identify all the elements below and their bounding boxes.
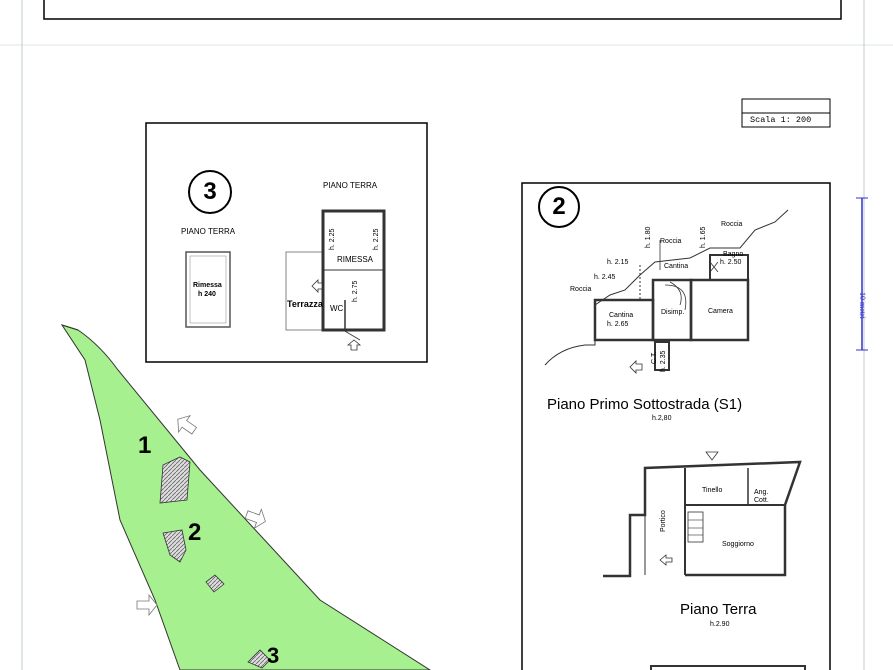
- plan3-right-title: PIANO TERRA: [323, 181, 378, 190]
- map-label-1: 1: [138, 432, 152, 459]
- map-label-2: 2: [188, 519, 202, 546]
- ang-cott-label: Ang. Cott.: [754, 489, 769, 504]
- level2-height: h.2.90: [710, 621, 730, 628]
- land-parcel: [60, 324, 431, 670]
- disimp-label: Disimp.: [661, 309, 685, 316]
- rimessa-right-label: RIMESSA: [337, 255, 374, 264]
- bagno-height-label: h. 2.50: [720, 259, 742, 266]
- h245-label: h. 2.45: [594, 274, 616, 281]
- terrazza-label: Terrazza: [287, 299, 323, 309]
- plan-3-number: 3: [188, 170, 232, 214]
- bagno-label: Bagno: [723, 251, 744, 258]
- soggiorno-label: Soggiorno: [722, 541, 754, 548]
- h275-label: h. 2.75: [352, 280, 359, 302]
- h225b-label: h. 2.25: [373, 228, 380, 250]
- ct-height-label: h. 2.35: [660, 350, 667, 372]
- roccia-3-label: Roccia: [570, 286, 592, 293]
- level1-title: Piano Primo Sottostrada (S1): [547, 396, 743, 413]
- map-label-3: 3: [267, 643, 280, 668]
- cantina-label: Cantina: [609, 312, 634, 319]
- cantina-height-label: h. 2.65: [607, 321, 629, 328]
- cantina-top-label: Cantina: [664, 263, 689, 270]
- rimessa-left-label: Rimessa: [193, 282, 222, 289]
- h225a-label: h. 2.25: [329, 228, 336, 250]
- rimessa-left-height: h 240: [198, 291, 216, 298]
- scale-label: Scala 1: 200: [750, 115, 812, 125]
- roccia-2-label: Roccia: [660, 238, 682, 245]
- plan-2-number: 2: [538, 186, 580, 228]
- h165-label: h. 1.65: [700, 226, 707, 248]
- h180-label: h. 1.80: [645, 226, 652, 248]
- scale-bar-label: 10 metri: [858, 292, 867, 319]
- camera-label: Camera: [708, 308, 733, 315]
- tinello-label: Tinello: [702, 487, 723, 494]
- level2-title: Piano Terra: [680, 601, 757, 618]
- wc-label: WC: [330, 304, 344, 313]
- ct-label: C.T.: [651, 351, 658, 364]
- plan3-left-title: PIANO TERRA: [181, 227, 236, 236]
- roccia-1-label: Roccia: [721, 221, 743, 228]
- level1-height: h.2,80: [652, 415, 672, 422]
- h215-label: h. 2.15: [607, 259, 629, 266]
- portico-label: Portico: [660, 510, 667, 532]
